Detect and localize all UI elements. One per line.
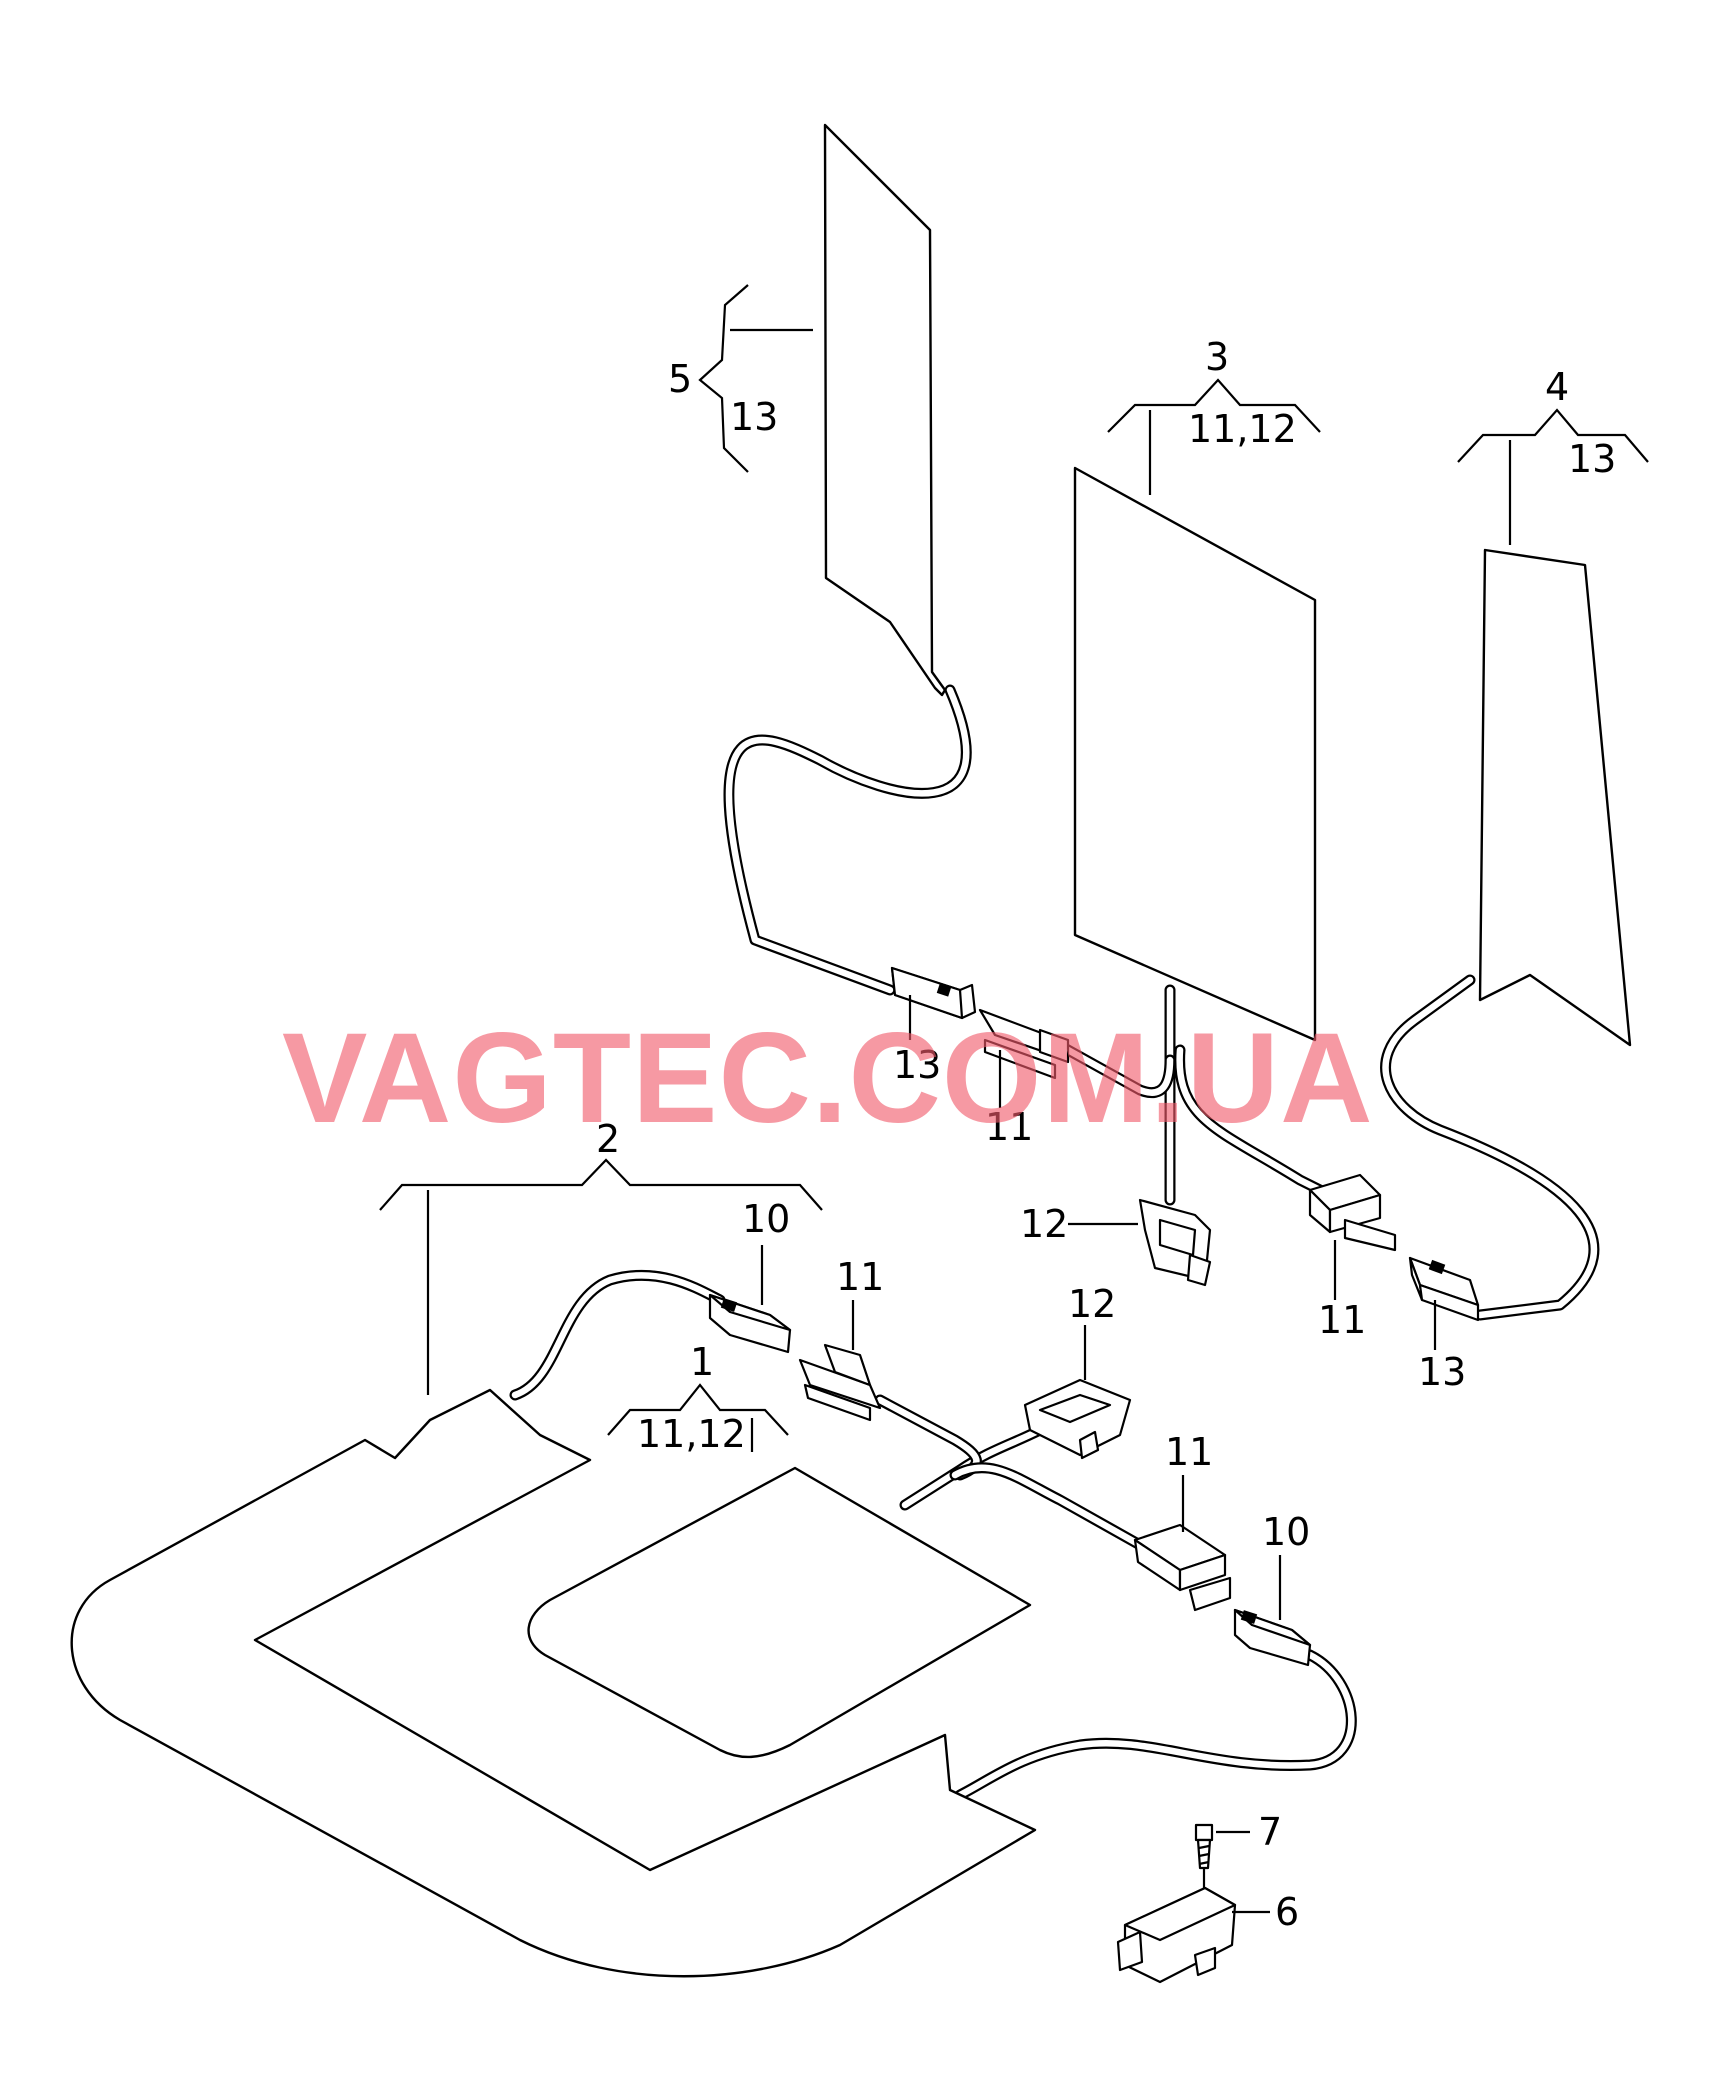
callout-6: 6 <box>1275 1890 1299 1934</box>
cable-harnesses <box>509 684 1600 1801</box>
heating-element-4 <box>1478 548 1632 1047</box>
callout-3-sub: 11,12 <box>1188 407 1297 451</box>
connector-13-left <box>890 966 977 1020</box>
callout-12-top: 12 <box>1020 1202 1068 1246</box>
callout-numbers: 5 13 3 11,12 4 13 2 1 11,12 10 10 11 11 … <box>596 335 1616 1934</box>
connector-13-right <box>1408 1256 1480 1322</box>
callout-1: 1 <box>690 1340 714 1384</box>
callout-13-right: 13 <box>1418 1350 1466 1394</box>
callout-12-mid: 12 <box>1068 1282 1116 1326</box>
leader-lines <box>379 284 1649 1914</box>
callout-1-sub: 11,12 <box>637 1412 746 1456</box>
callout-11-low: 11 <box>1165 1430 1213 1474</box>
callout-3: 3 <box>1205 335 1229 379</box>
control-unit-6 <box>1116 1886 1237 1984</box>
callout-13-left: 13 <box>893 1043 941 1087</box>
heating-element-3 <box>1073 466 1317 1042</box>
watermark: VAGTEC.COM.UA <box>282 1007 1374 1150</box>
connector-11-right <box>1308 1173 1397 1252</box>
heating-element-2 <box>70 1388 1037 1978</box>
screw-7 <box>1194 1823 1214 1870</box>
callout-4: 4 <box>1545 365 1569 409</box>
connector-12-mid <box>1023 1378 1132 1460</box>
callout-4-sub: 13 <box>1568 437 1616 481</box>
callout-5: 5 <box>668 357 692 401</box>
callout-7: 7 <box>1258 1810 1282 1854</box>
callout-11-right: 11 <box>1318 1298 1366 1342</box>
connector-10-left <box>708 1293 792 1354</box>
callout-11-top: 11 <box>985 1105 1033 1149</box>
connector-11-top <box>978 1008 1070 1080</box>
callout-11-mid: 11 <box>836 1255 884 1299</box>
callout-10-left: 10 <box>742 1197 790 1241</box>
connector-11-low <box>1133 1523 1232 1612</box>
connector-12-top <box>1138 1198 1212 1287</box>
callout-10-right: 10 <box>1262 1510 1310 1554</box>
callout-5-sub: 13 <box>730 395 778 439</box>
heating-element-5 <box>823 123 947 697</box>
connector-11-mid <box>798 1343 882 1422</box>
heating-element-1 <box>527 1466 1032 1759</box>
cable-to-connector11-low <box>949 1462 1146 1551</box>
connector-10-right <box>1233 1608 1312 1667</box>
cable-connector10-loop <box>954 1649 1357 1801</box>
callout-2: 2 <box>596 1117 620 1161</box>
